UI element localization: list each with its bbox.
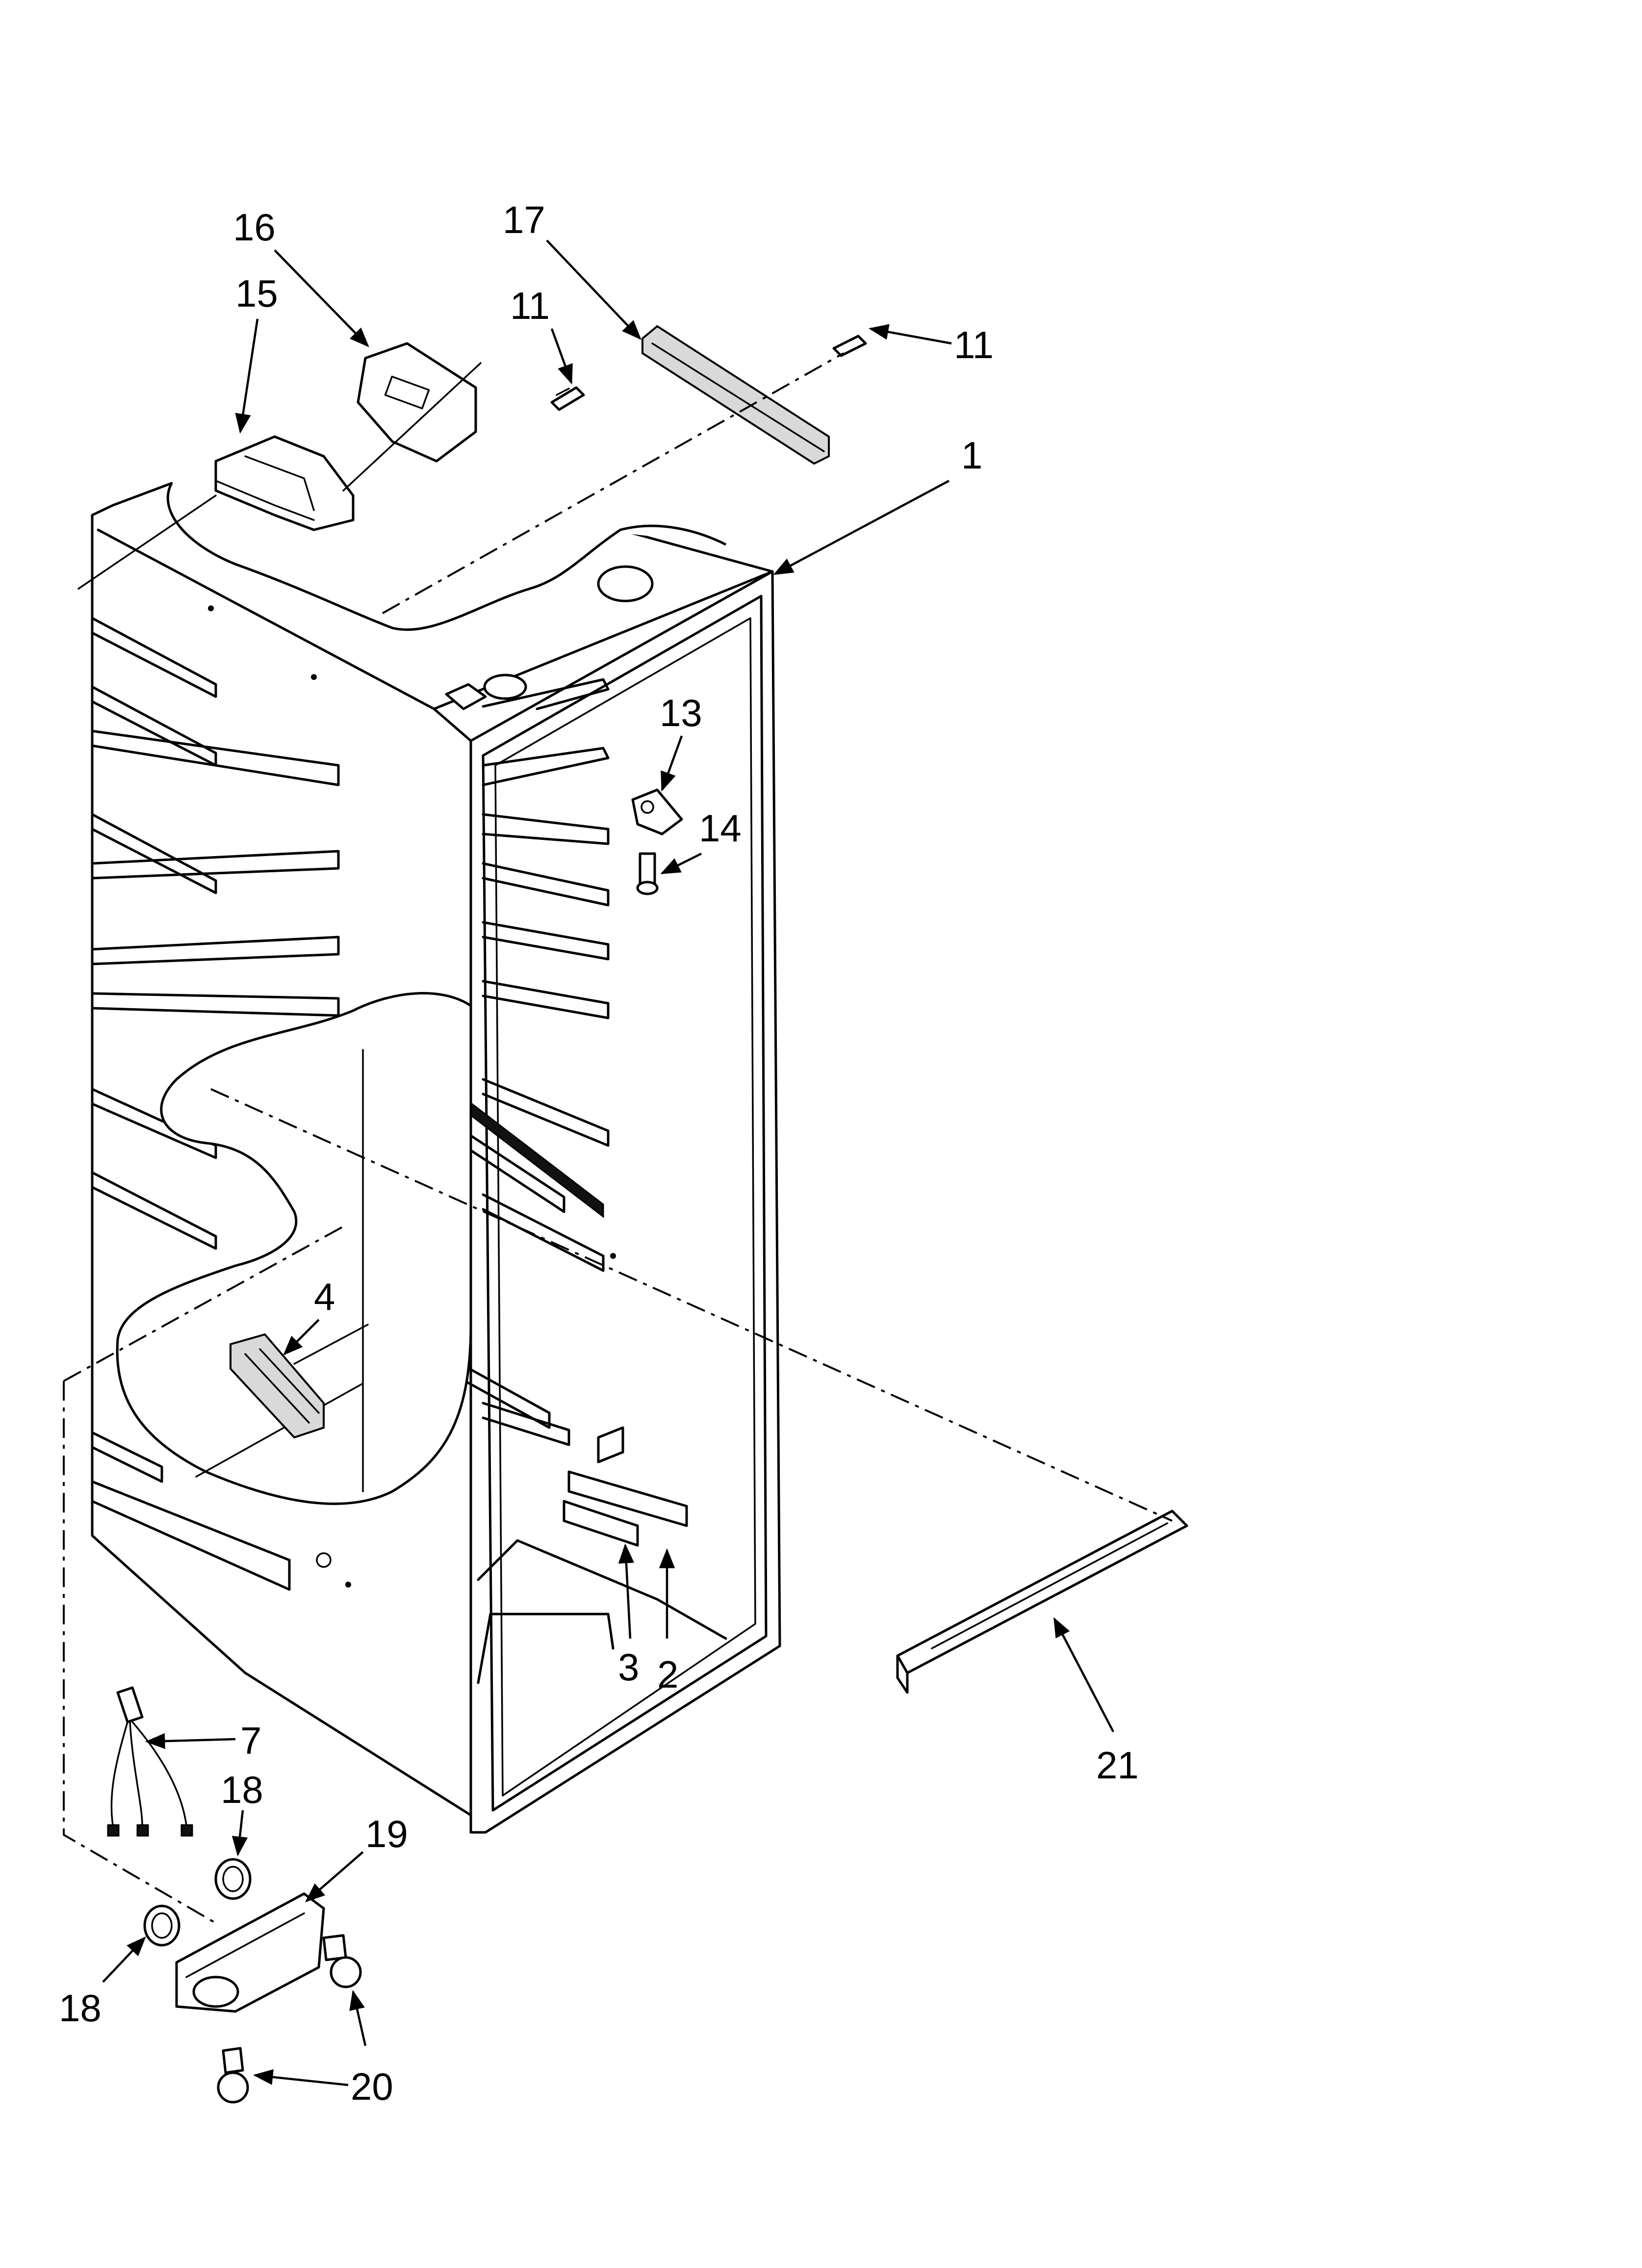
callout-11-left: 11 <box>510 284 550 327</box>
part-20-bulb-right <box>322 1934 362 1988</box>
part-11-screw-right <box>832 335 867 357</box>
callout-3: 3 <box>618 1645 639 1689</box>
part-17-rail <box>641 325 830 465</box>
callout-19: 19 <box>365 1812 408 1855</box>
part-14-screw <box>636 852 659 895</box>
callout-14: 14 <box>699 807 742 850</box>
callout-18-lower: 18 <box>59 1986 102 2030</box>
refrigerator-liner <box>91 482 781 1834</box>
callout-2: 2 <box>657 1653 678 1696</box>
part-18-socket-upper <box>214 1858 252 1900</box>
left-shelf-rails <box>91 617 340 1591</box>
callout-4: 4 <box>314 1275 335 1318</box>
callout-1: 1 <box>961 434 982 477</box>
callout-21: 21 <box>1096 1744 1139 1787</box>
part-18-socket-lower <box>143 1904 180 1947</box>
assembly-centerlines <box>63 352 1173 1924</box>
part-16-bracket <box>342 342 482 492</box>
part-21-channel <box>896 1510 1188 1694</box>
part-11-screw-left <box>550 386 585 411</box>
callout-labels: 16 15 11 17 11 1 13 14 4 3 2 21 7 18 19 … <box>59 198 1139 2108</box>
part-4-vent-grille <box>230 1333 325 1439</box>
callout-16: 16 <box>233 206 276 249</box>
callout-15: 15 <box>235 272 278 315</box>
part-13-clip <box>631 788 683 835</box>
callout-7: 7 <box>240 1719 261 1762</box>
part-7-wire-harness <box>107 1686 193 1837</box>
callout-11-right: 11 <box>954 323 994 366</box>
callout-18-upper: 18 <box>221 1768 263 1811</box>
part-15-control-housing <box>77 435 355 590</box>
callout-13: 13 <box>660 691 702 734</box>
right-shelf-rails <box>482 678 610 1446</box>
part-19-light-housing <box>175 1892 325 2013</box>
leader-lines <box>102 239 1114 2086</box>
callout-17: 17 <box>503 198 545 241</box>
part-20-bulb-left <box>217 2047 249 2104</box>
callout-20: 20 <box>351 2065 393 2108</box>
